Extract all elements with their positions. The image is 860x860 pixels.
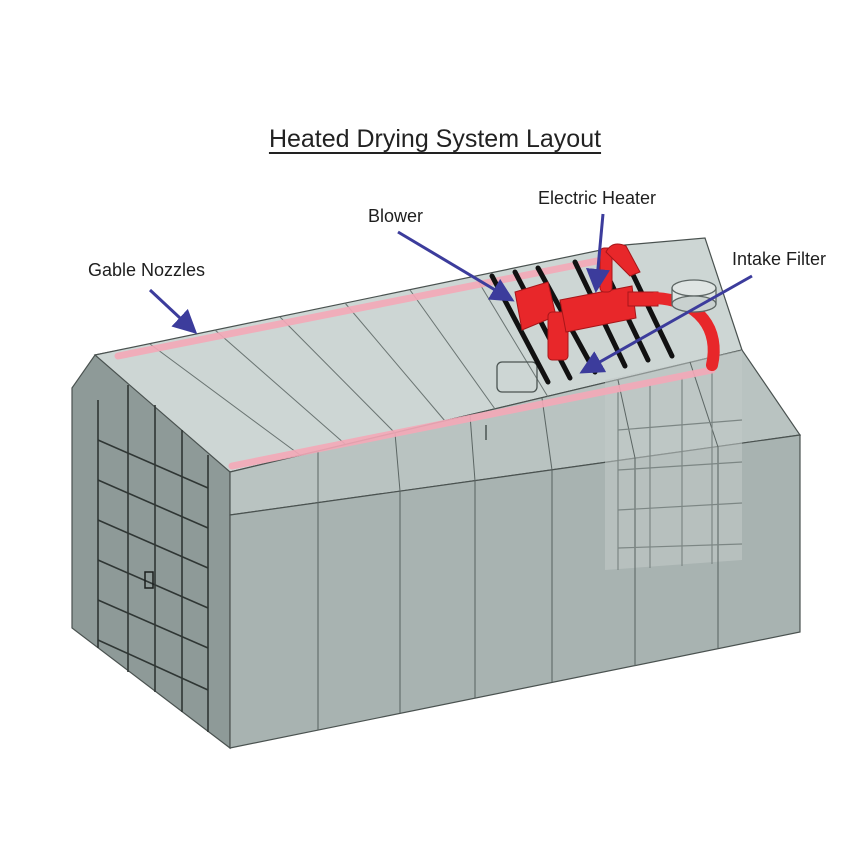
intake-filter-unit [671, 279, 717, 313]
right-wall-grid [617, 370, 743, 570]
door-handle [144, 571, 154, 589]
intake-filter-arrow [579, 274, 753, 374]
gable-nozzle-pipes [114, 254, 716, 470]
diagram-title: Heated Drying System Layout [268, 125, 602, 153]
left-wall-grid [97, 385, 209, 732]
red-ductwork [514, 243, 659, 361]
roof-access-hatch [496, 361, 538, 393]
intake-return-duct [649, 292, 720, 371]
label-electric-heater: Electric Heater [538, 188, 657, 208]
label-intake-filter: Intake Filter [732, 249, 827, 269]
label-gable-nozzles: Gable Nozzles [88, 260, 206, 280]
electric-heater-arrow [585, 213, 610, 293]
callout-arrows [148, 213, 753, 374]
label-blower: Blower [368, 206, 424, 226]
blower-arrow [397, 230, 515, 302]
gable-nozzles-arrow [148, 288, 198, 335]
nozzle-pipe-front [228, 366, 716, 470]
interior-back-wall [605, 350, 742, 570]
front-wall-panels [317, 447, 719, 730]
roof-top-panels [149, 275, 549, 456]
nozzle-pipe-back [114, 254, 616, 360]
